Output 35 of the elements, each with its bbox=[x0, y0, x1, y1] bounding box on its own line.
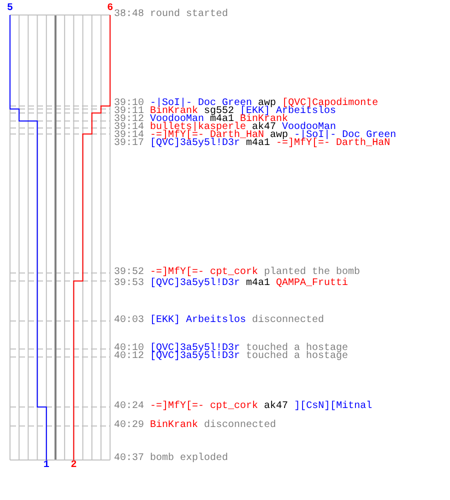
rank-number: 6 bbox=[107, 4, 114, 14]
player-name: [QVC]3a5y5l!D3r bbox=[150, 343, 240, 354]
weapon-name: awp bbox=[258, 98, 276, 109]
player-name: -=]MfY[=- cpt_cork bbox=[150, 401, 258, 412]
timestamp: 39:17 bbox=[114, 138, 144, 149]
timestamp: 40:37 bbox=[114, 453, 144, 464]
player-name: QAMPA_Frutti bbox=[276, 278, 348, 289]
player-name: ][CsN][Mitnal bbox=[294, 401, 372, 412]
weapon-name: ak47 bbox=[264, 401, 288, 412]
weapon-name: awp bbox=[270, 130, 288, 141]
timestamp: 38:48 bbox=[114, 9, 144, 20]
event-text: disconnected bbox=[252, 315, 324, 326]
weapon-name: m4a1 bbox=[246, 278, 270, 289]
weapon-name: m4a1 bbox=[246, 138, 270, 149]
player-name: [QVC]3a5y5l!D3r bbox=[150, 278, 240, 289]
rank-number: 2 bbox=[70, 461, 77, 471]
player-name: -=]MfY[=- cpt_cork bbox=[150, 267, 258, 278]
rank-number: 1 bbox=[43, 461, 50, 471]
timestamp: 40:24 bbox=[114, 401, 144, 412]
event-text: bomb exploded bbox=[150, 453, 228, 464]
event-text: disconnected bbox=[204, 420, 276, 431]
timestamp: 39:52 bbox=[114, 267, 144, 278]
timestamp: 39:53 bbox=[114, 278, 144, 289]
timestamp: 40:12 bbox=[114, 351, 144, 362]
player-name: [QVC]Capodimonte bbox=[282, 98, 378, 109]
player-name: BinKrank bbox=[150, 420, 198, 431]
weapon-name: sg552 bbox=[204, 106, 234, 117]
player-name: [QVC]3a5y5l!D3r bbox=[150, 351, 240, 362]
timestamp: 40:03 bbox=[114, 315, 144, 326]
rank-number: 5 bbox=[7, 4, 14, 14]
timestamp: 40:29 bbox=[114, 420, 144, 431]
event-text: round started bbox=[150, 9, 228, 20]
player-name: [EKK] Arbeitslos bbox=[150, 315, 246, 326]
weapon-name: m4a1 bbox=[210, 114, 234, 125]
event-text: planted the bomb bbox=[264, 267, 360, 278]
